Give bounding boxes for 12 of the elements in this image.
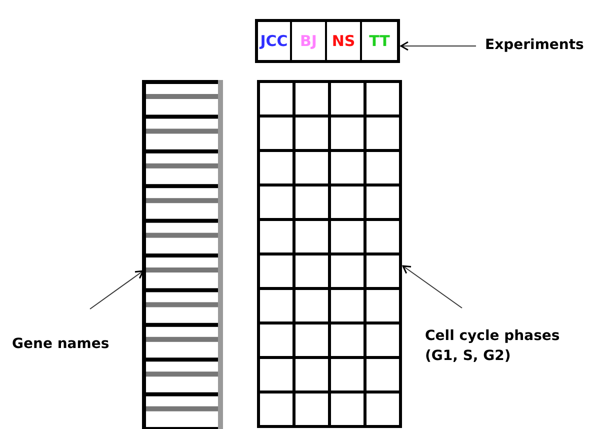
column-header: BJ (290, 19, 327, 63)
empty-grid (257, 80, 402, 428)
annotation-label: Experiments (485, 35, 585, 57)
column-header: TT (360, 19, 400, 63)
annotation-label: Cell cycle phases (G1, S, G2) (425, 326, 585, 370)
leader-arrow (402, 265, 462, 308)
striped-column (142, 80, 223, 429)
annotation-label: Gene names (12, 334, 122, 356)
leader-arrow (400, 41, 476, 51)
column-header: JCC (255, 19, 292, 63)
column-header: NS (325, 19, 362, 63)
leader-arrow (90, 270, 144, 310)
